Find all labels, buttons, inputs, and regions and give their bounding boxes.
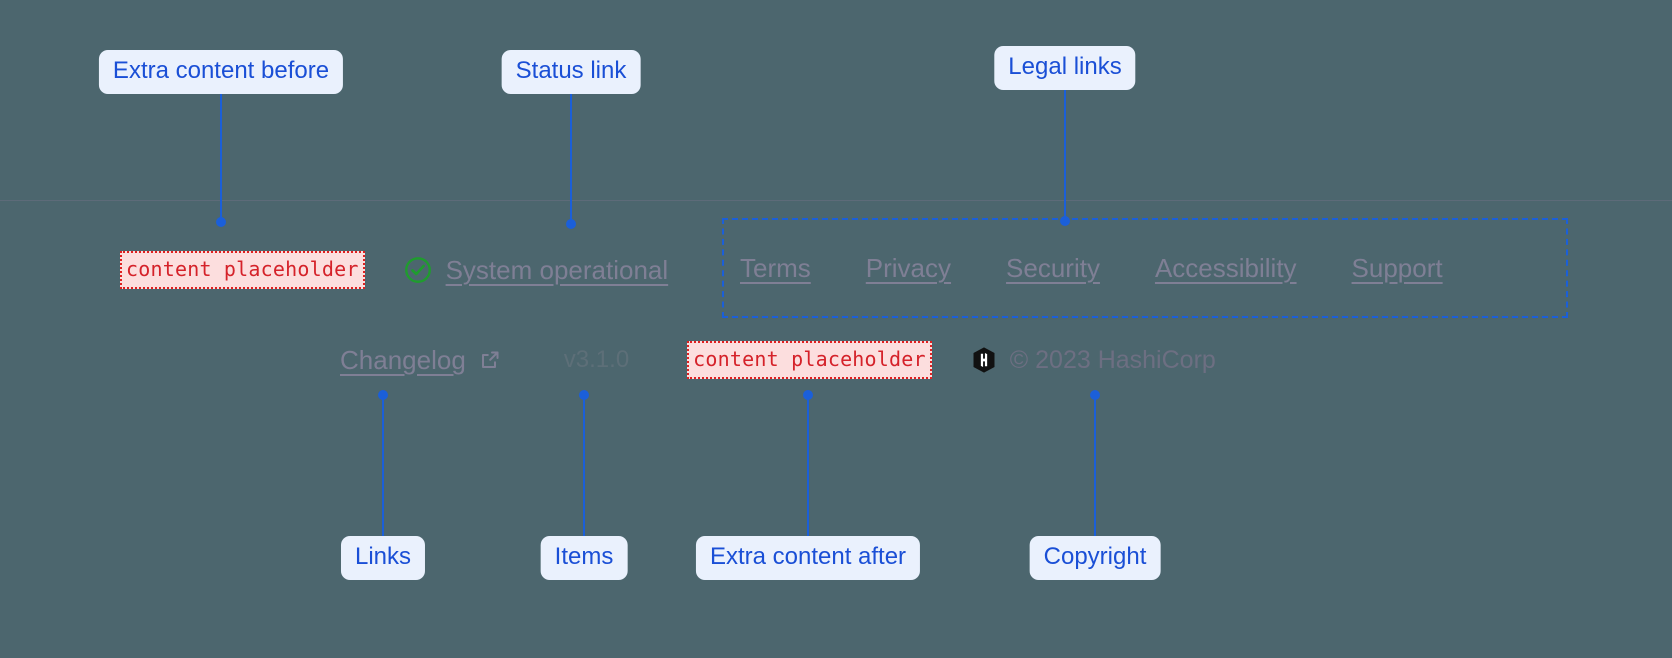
version-text: v3.1.0: [563, 346, 630, 373]
extra-content-after-placeholder: content placeholder: [687, 341, 932, 379]
external-link-icon: [481, 351, 499, 368]
hashicorp-logo-icon: [973, 347, 995, 373]
changelog-link-label: Changelog: [340, 344, 466, 375]
legal-links-group: Terms Privacy Security Accessibility Sup…: [722, 218, 1568, 318]
annotation-anchor-dot-status-link: [566, 219, 576, 229]
annotation-anchor-dot-copyright: [1090, 390, 1100, 400]
legal-link-terms[interactable]: Terms: [740, 252, 811, 283]
annotation-label-extra-content-after: Extra content after: [695, 536, 921, 581]
annotation-label-links: Links: [340, 536, 426, 581]
annotation-label-legal-links: Legal links: [994, 46, 1136, 91]
legal-link-security[interactable]: Security: [1006, 252, 1100, 283]
legal-link-privacy[interactable]: Privacy: [865, 252, 952, 283]
legal-link-accessibility[interactable]: Accessibility: [1154, 252, 1297, 283]
copyright-block: © 2023 HashiCorp: [970, 346, 1216, 375]
footer-top-divider: [0, 200, 1672, 201]
annotation-label-copyright: Copyright: [1029, 536, 1161, 581]
changelog-link[interactable]: Changelog: [340, 345, 502, 376]
annotation-anchor-dot-items: [579, 390, 589, 400]
annotation-leader-line-items: [583, 395, 585, 536]
legal-link-support[interactable]: Support: [1351, 252, 1443, 283]
footer-primary-row: content placeholder System operational: [120, 248, 668, 292]
annotation-anchor-dot-extra-content-before: [216, 217, 226, 227]
annotation-leader-line-extra-content-before: [220, 86, 222, 222]
annotation-anchor-dot-extra-content-after: [803, 390, 813, 400]
annotation-leader-line-copyright: [1094, 395, 1096, 536]
footer-secondary-row: Changelog v3.1.0 content placeholder © 2…: [340, 338, 1216, 382]
extra-content-before-placeholder: content placeholder: [120, 251, 365, 289]
copyright-text: © 2023 HashiCorp: [1009, 345, 1216, 374]
annotation-label-status-link: Status link: [501, 50, 641, 95]
annotation-leader-line-status-link: [570, 86, 572, 224]
status-link-label: System operational: [445, 254, 669, 285]
annotation-leader-line-links: [382, 395, 384, 536]
annotation-label-extra-content-before: Extra content before: [98, 50, 344, 95]
annotation-label-items: Items: [540, 536, 628, 581]
status-link[interactable]: System operational: [403, 254, 669, 286]
annotation-anchor-dot-links: [378, 390, 388, 400]
check-circle-icon: [404, 257, 431, 283]
annotation-leader-line-extra-content-after: [807, 395, 809, 536]
